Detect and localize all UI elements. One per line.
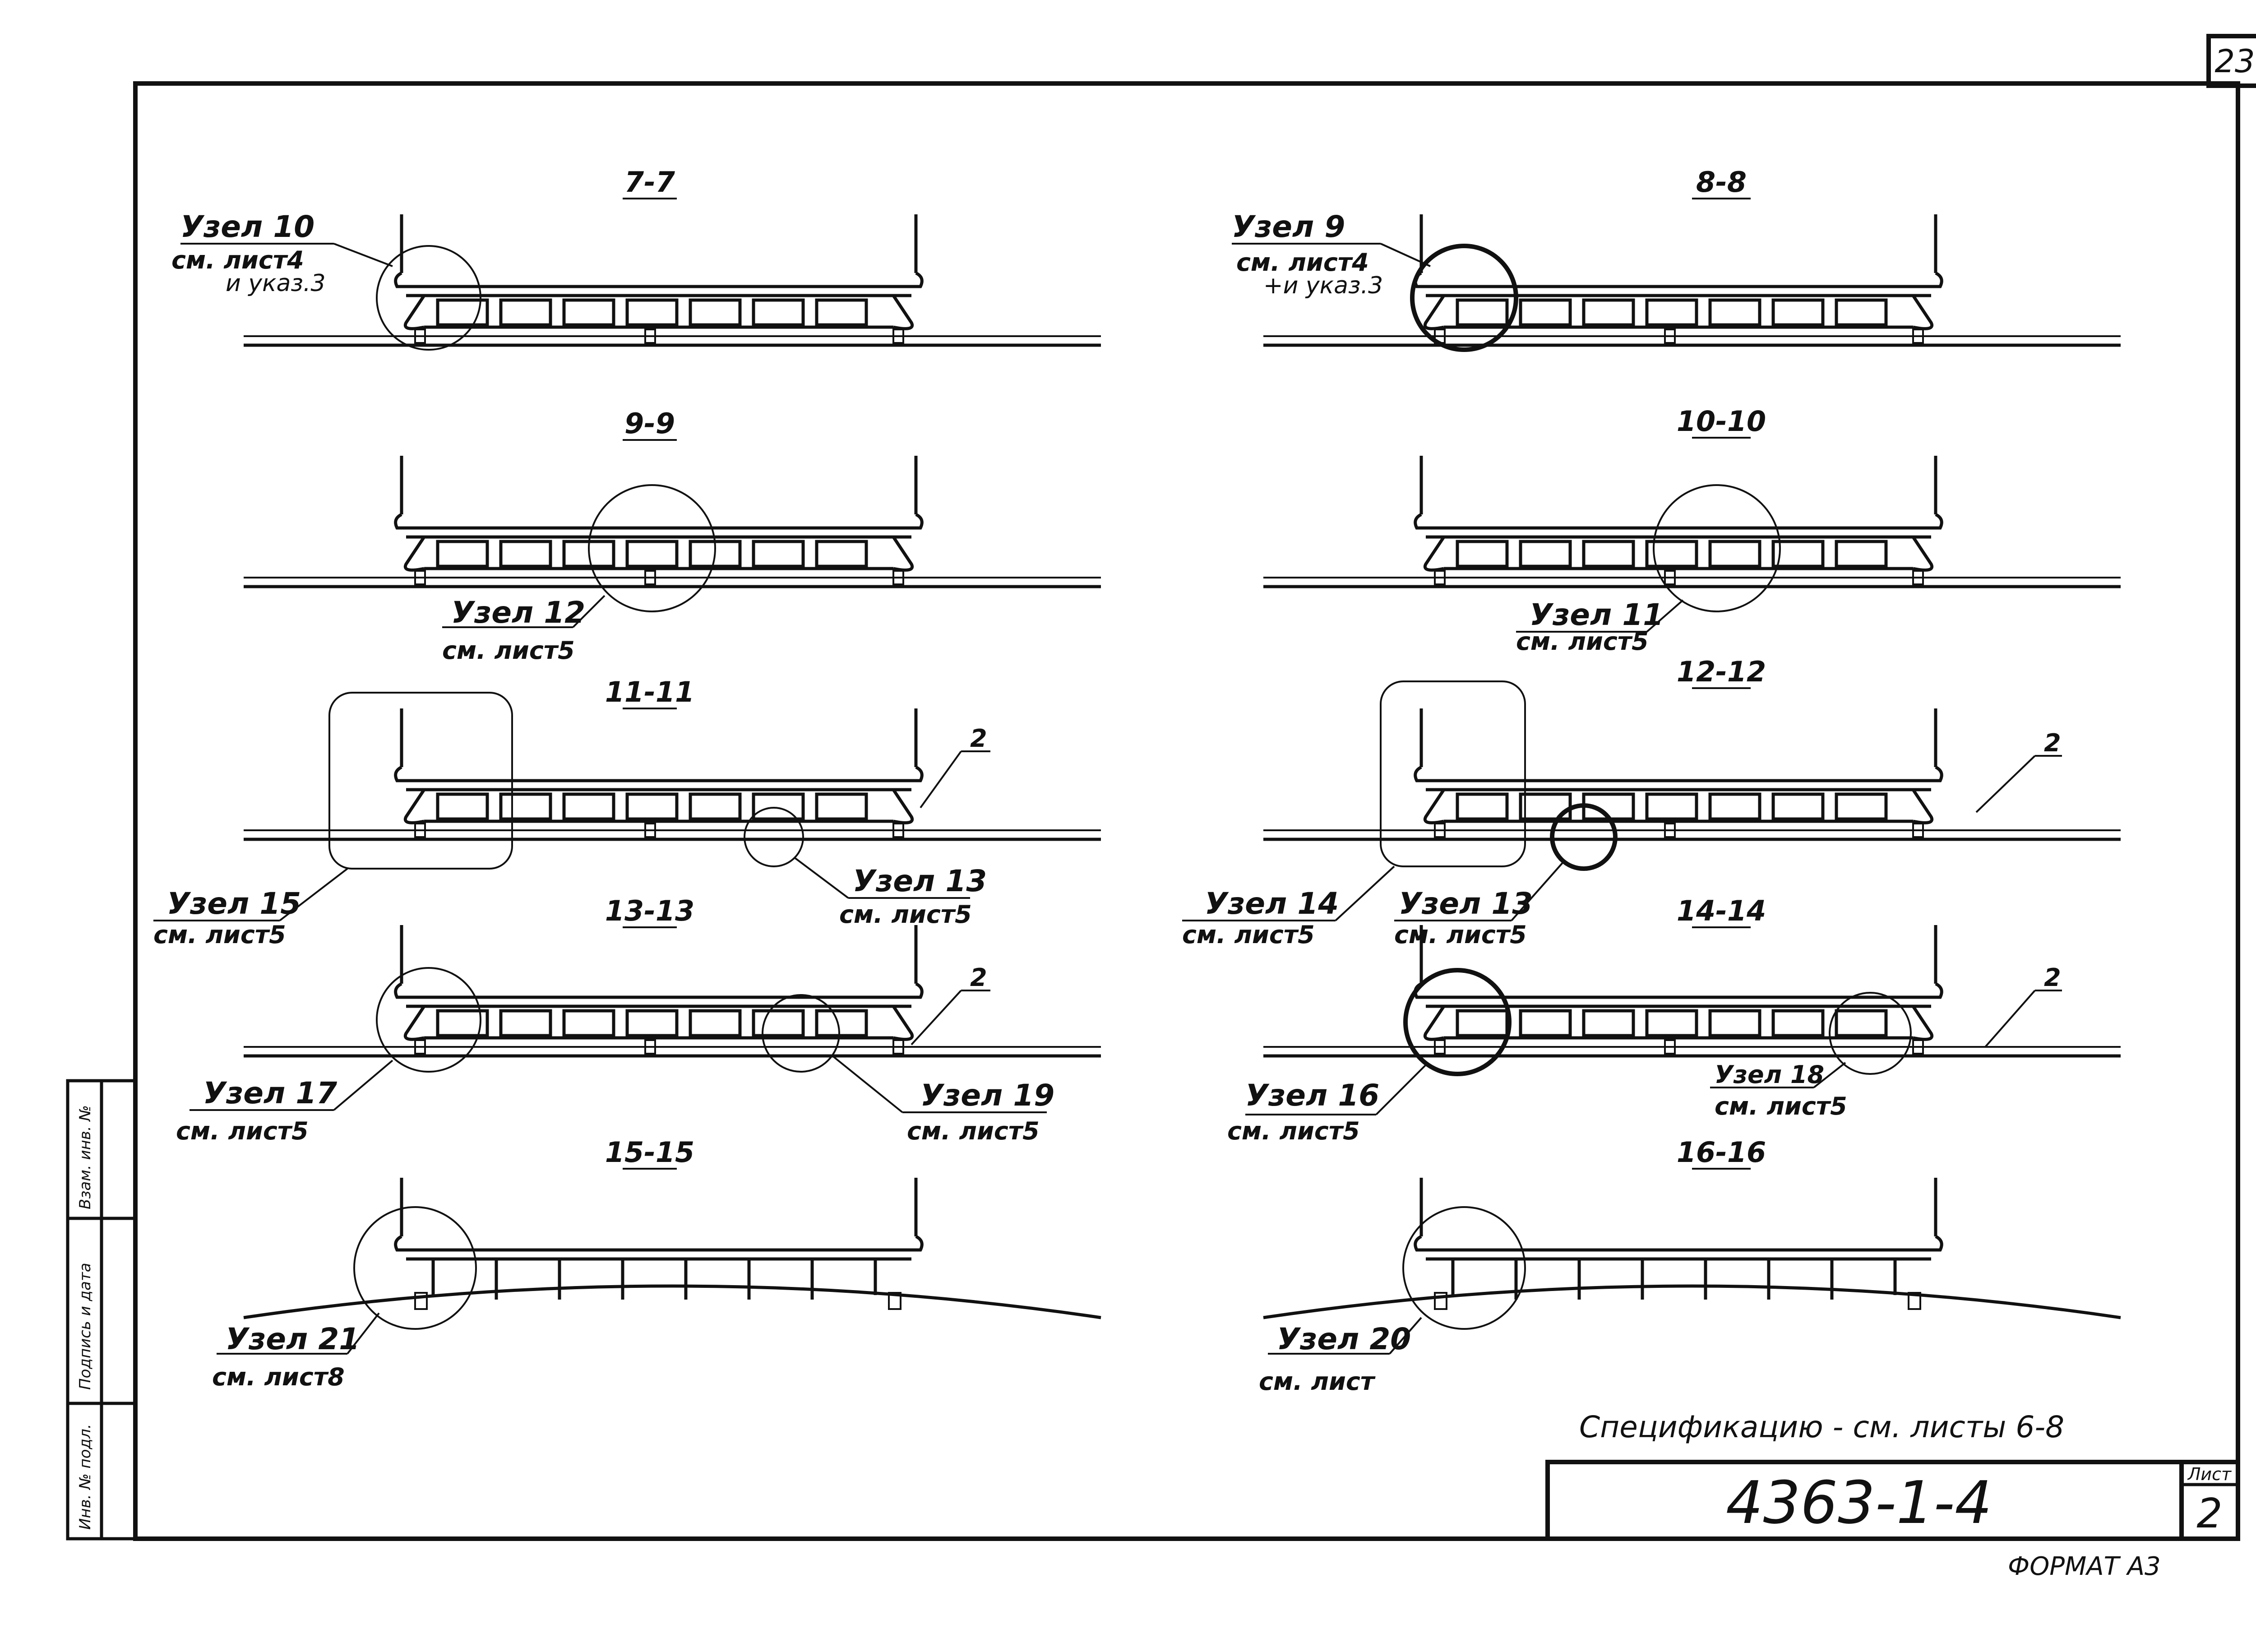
node-ref: см. лист5: [1182, 921, 1315, 949]
sheet-label: Лист: [2187, 1464, 2232, 1484]
side-cell-inv: Инв. № подл.: [76, 1424, 94, 1530]
sheet-frame: [133, 81, 2240, 1541]
node-label: Узел 21: [226, 1322, 360, 1356]
section-title: 15-15: [605, 1136, 694, 1169]
section-13-13: 13-13 2 Узел 17 см. лист5 Узел 19 см. ли…: [176, 894, 1101, 1145]
section-title: 7-7: [624, 166, 675, 199]
node-ref-b: см. лист5: [1715, 1092, 1847, 1120]
section-8-8: 8-8 Узел 9 см. лист4 +и указ.3: [1232, 166, 2121, 352]
node-ref: см. лист5: [176, 1117, 309, 1145]
node-label-b: Узел 13: [1399, 886, 1533, 921]
node-label: Узел 20: [1277, 1322, 1411, 1356]
side-cell-replace: Взам. инв. №: [76, 1105, 94, 1209]
node-ref-b: см. лист5: [907, 1117, 1040, 1145]
node-label-b: Узел 19: [920, 1078, 1054, 1113]
node-ref-b: см. лист5: [839, 900, 972, 929]
node-label: Узел 17: [203, 1076, 337, 1111]
section-7-7: 7-7 Узел 10 см. лист4 и указ.3: [171, 166, 1101, 351]
page-number-box: [2206, 34, 2256, 88]
node-label: Узел 16: [1245, 1078, 1379, 1113]
section-14-14: 14-14 2 Узел 16 см. лист5 Узел 18 см. ли…: [1227, 894, 2121, 1145]
node-label: Узел 14: [1205, 886, 1339, 921]
node-ref: см. лист5: [153, 921, 286, 949]
node-ref: см. лист8: [212, 1363, 345, 1391]
section-title: 13-13: [605, 894, 694, 927]
mark: 2: [970, 963, 987, 992]
drawing-code: 4363-1-4: [1726, 1468, 1992, 1537]
section-title: 11-11: [605, 676, 694, 708]
node-label: Узел 9: [1232, 209, 1345, 244]
node-ref: см. лист5: [1227, 1117, 1360, 1145]
node-label-b: Узел 13: [853, 864, 987, 898]
node-ref: см. лист5: [442, 636, 575, 665]
node-ref2: +и указ.3: [1263, 272, 1383, 299]
node-ref2: и указ.3: [226, 270, 326, 297]
mark: 2: [2044, 729, 2061, 757]
node-ref: см. лист4: [1236, 248, 1369, 277]
section-12-12: 12-12 2 Узел 14 см. лист5 Узел 13 см. ли…: [1182, 655, 2121, 949]
node-label: Узел 15: [167, 886, 301, 921]
section-11-11: 11-11 2 Узел 15 см. лист5 Узел 13 см. ли…: [153, 676, 1101, 949]
node-label: Узел 12: [451, 595, 585, 630]
side-cell-sign: Подпись и дата: [76, 1263, 94, 1390]
node-ref-b: см. лист5: [1394, 921, 1527, 949]
spec-note: Спецификацию - см. листы 6-8: [1579, 1410, 2064, 1444]
node-label: Узел 10: [180, 209, 314, 244]
mark: 2: [2044, 963, 2061, 992]
format-label: ФОРМАТ А3: [2008, 1552, 2161, 1581]
sheet-number: 2: [2196, 1490, 2222, 1537]
node-ref: см. лист: [1259, 1367, 1376, 1396]
section-title: 14-14: [1677, 894, 1766, 927]
title-block: 4363-1-4 Лист 2: [1545, 1460, 2240, 1541]
section-10-10: 10-10 Узел 11 см. лист5: [1263, 405, 2121, 656]
section-title: 10-10: [1677, 405, 1766, 438]
node-label-b: Узел 18: [1715, 1060, 1824, 1089]
section-16-16: 16-16 Узел 20 см. лист: [1259, 1136, 2121, 1396]
node-ref: см. лист5: [1516, 627, 1649, 656]
node-ref: см. лист4: [171, 246, 304, 274]
section-title: 16-16: [1677, 1136, 1766, 1169]
page-number: 23: [2214, 43, 2255, 80]
section-15-15: 15-15 Узел 21 см. лист8: [212, 1136, 1101, 1391]
section-title: 12-12: [1677, 655, 1766, 688]
section-9-9: 9-9 Узел 12 см. лист5: [244, 407, 1101, 665]
section-title: 9-9: [624, 407, 675, 440]
side-strip: Инв. № подл. Подпись и дата Взам. инв. №: [66, 1079, 137, 1541]
mark: 2: [970, 724, 987, 753]
section-title: 8-8: [1696, 166, 1747, 199]
node-label: Узел 11: [1530, 597, 1664, 632]
